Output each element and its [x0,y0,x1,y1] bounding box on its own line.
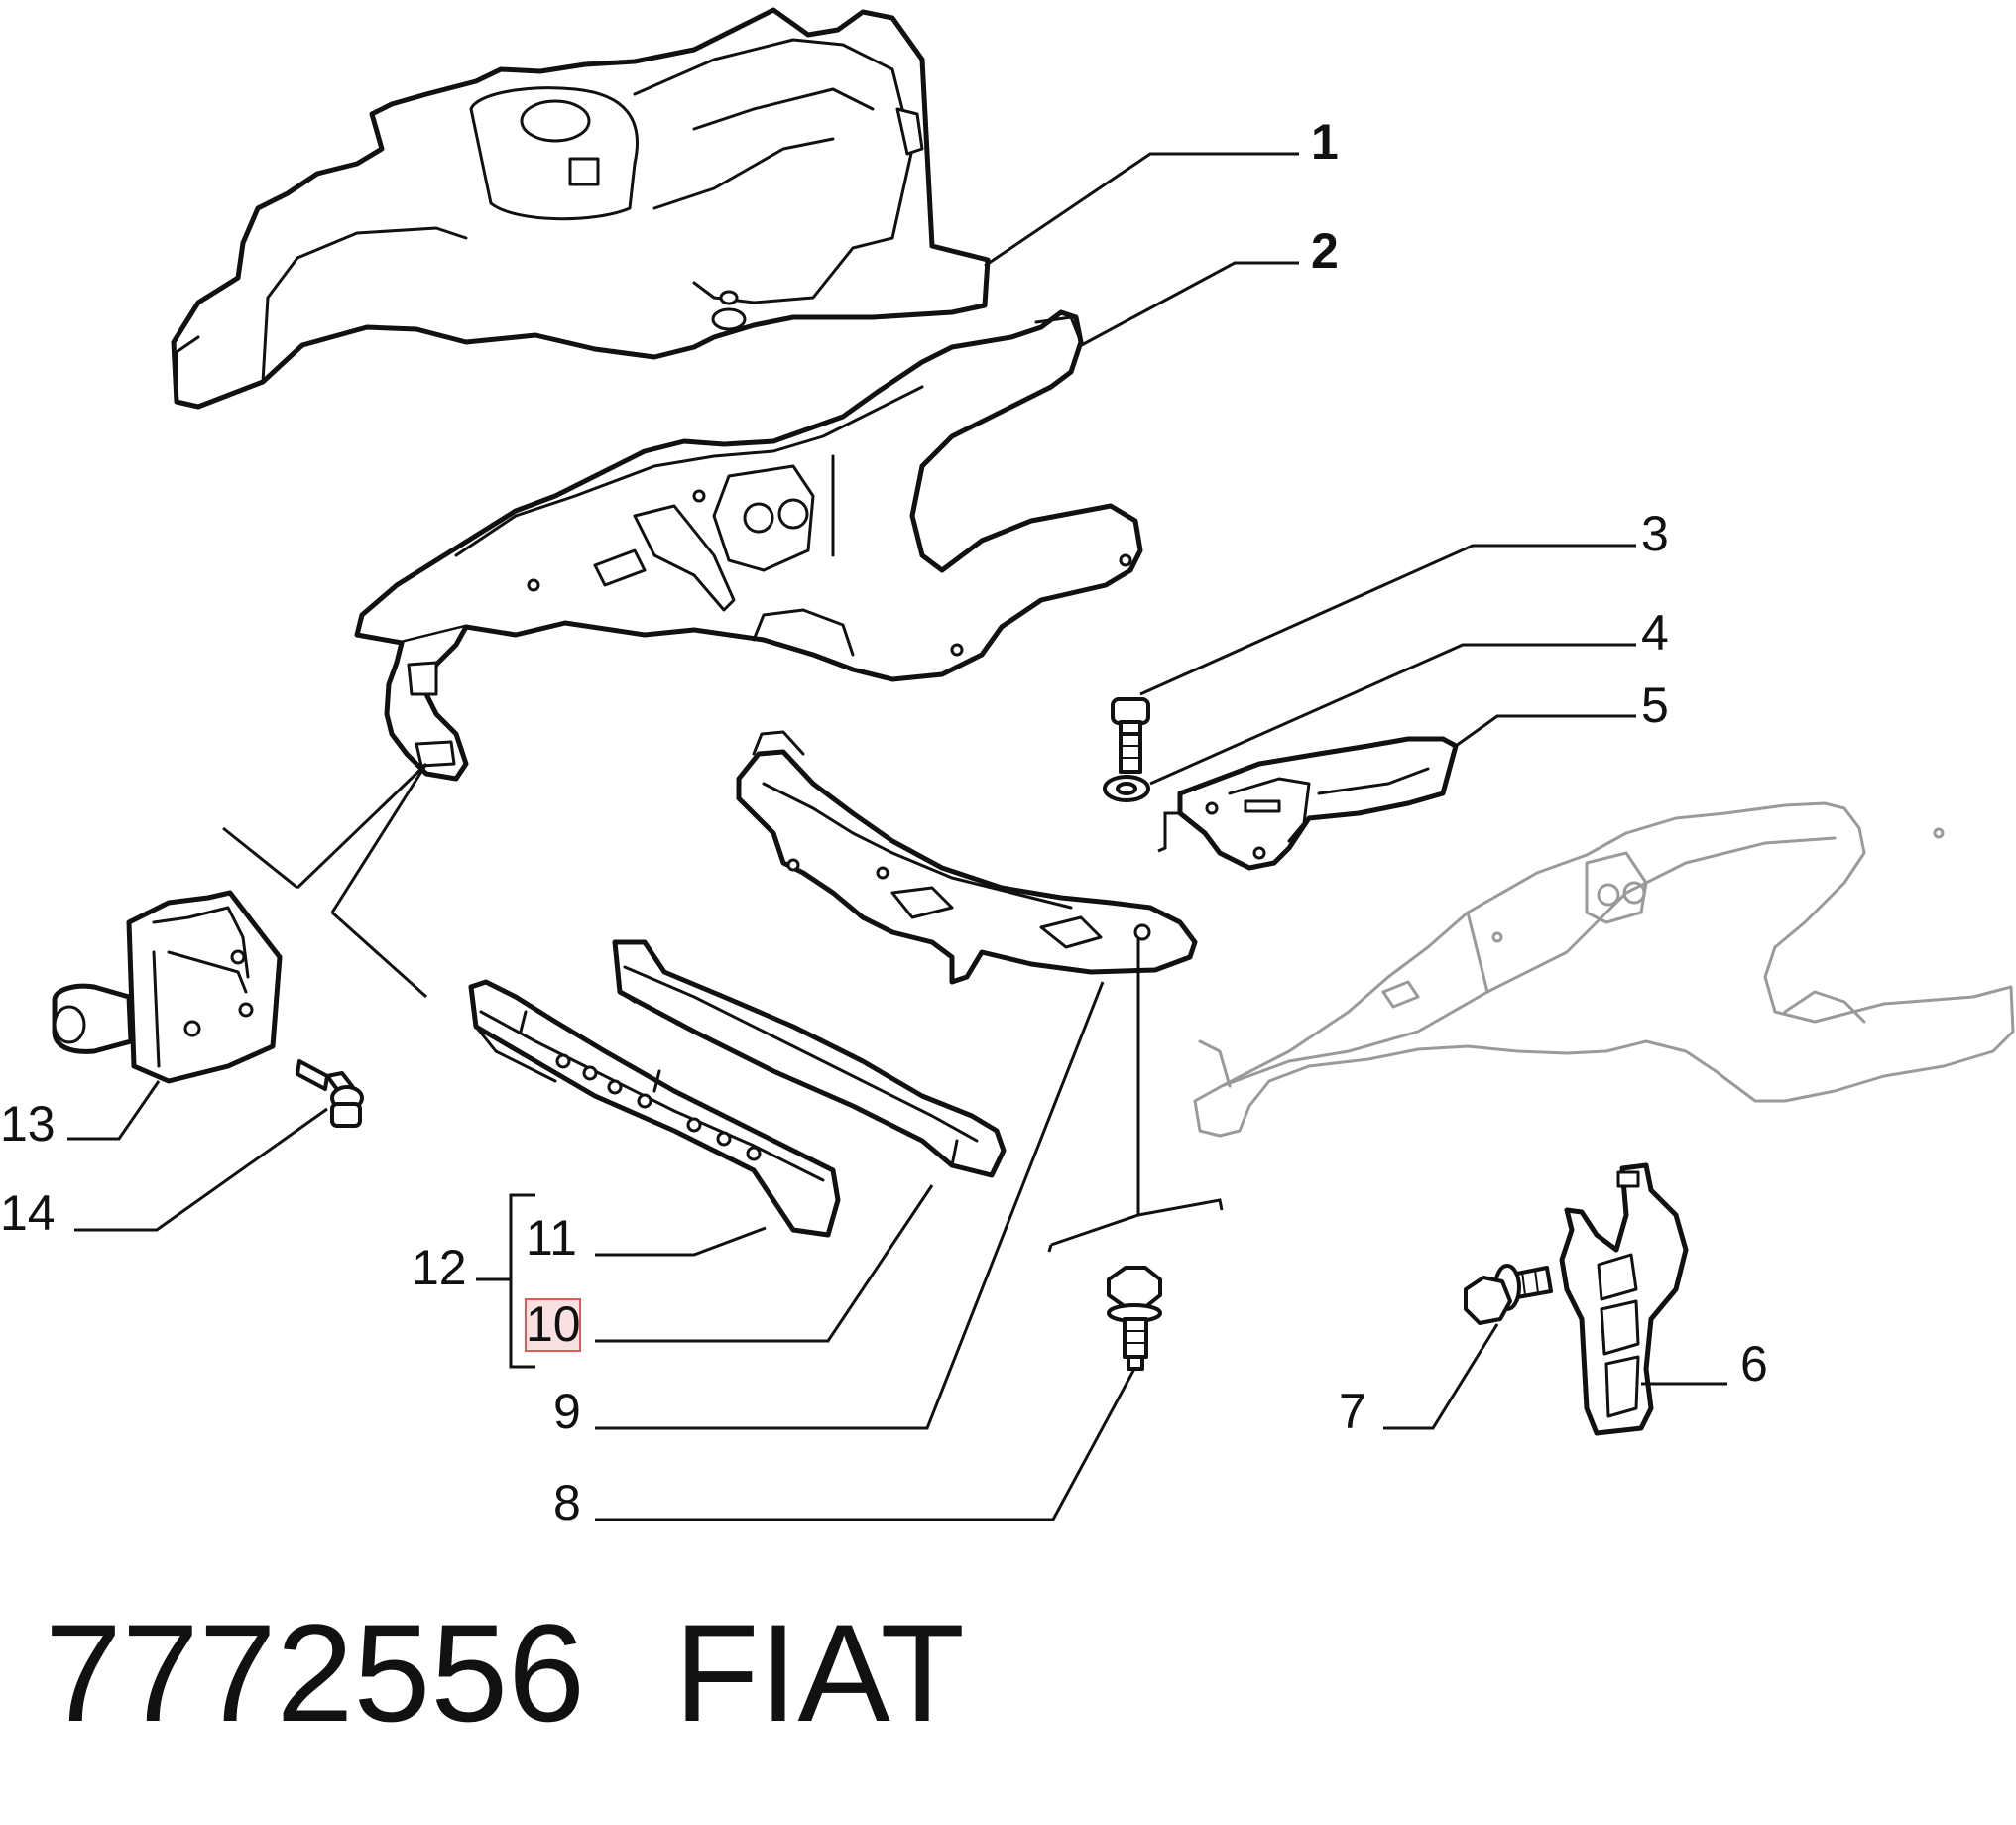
leader-cross-bar [1050,1198,1224,1247]
highlight-box-10 [525,1298,581,1352]
label-7: 7 [1339,1384,1366,1439]
label-5: 5 [1641,677,1669,733]
part-11-sill-reinforcement [468,979,841,1238]
label-11: 11 [526,1210,577,1266]
part-10-sill-bar [612,939,1007,1178]
leader-13 [67,1080,161,1141]
part-8-flange-bolt [1107,1266,1162,1371]
leader-14 [74,1107,328,1232]
part-5-bracket [1177,736,1459,871]
leader-lines [67,152,1727,1521]
part-number-caption: 7772556 [45,1595,585,1751]
label-2: 2 [1311,223,1339,279]
leader-foot-a [296,762,428,890]
part-13-mount-bracket [52,890,283,1084]
label-8: 8 [553,1475,581,1530]
label-3: 3 [1641,506,1669,561]
part-4-washer [1103,775,1150,802]
label-10: 10 [526,1296,581,1352]
label-4: 4 [1641,605,1669,661]
leader-foot-c [222,826,298,890]
part-14-bolt [296,1059,364,1128]
leader-8 [595,1368,1136,1521]
part-9-cross-member [736,730,1198,985]
part-3-bolt [1111,697,1150,774]
part-1-wheelhouse-panel [171,7,991,410]
part-7-hex-bolt [1464,1264,1553,1325]
label-14: 14 [0,1185,56,1241]
label-1: 1 [1311,114,1339,170]
callout-labels: 1 2 3 4 5 6 7 8 9 10 11 12 13 14 [0,114,1768,1530]
leader-2 [1077,261,1299,349]
brand-caption: FIAT [674,1595,965,1751]
label-12: 12 [412,1240,467,1295]
leader-3 [1139,544,1636,696]
leader-foot-b [330,763,428,913]
label-13: 13 [0,1096,56,1152]
reference-rail-ghost [1193,801,2015,1138]
leader-10 [595,1184,934,1343]
leader-1 [984,152,1299,268]
leader-foot-d [330,911,428,999]
leader-5 [1455,714,1636,748]
label-9: 9 [553,1384,581,1439]
leader-7 [1383,1323,1499,1430]
label-6: 6 [1740,1336,1768,1392]
leader-9 [595,981,1105,1430]
leader-11 [595,1226,767,1257]
leader-5-hook [1157,811,1180,853]
leader-cross-tip [1047,1244,1053,1253]
part-6-vertical-bracket [1559,1162,1689,1436]
part-2-chassis-rail [354,309,1143,782]
leader-4 [1149,643,1636,786]
